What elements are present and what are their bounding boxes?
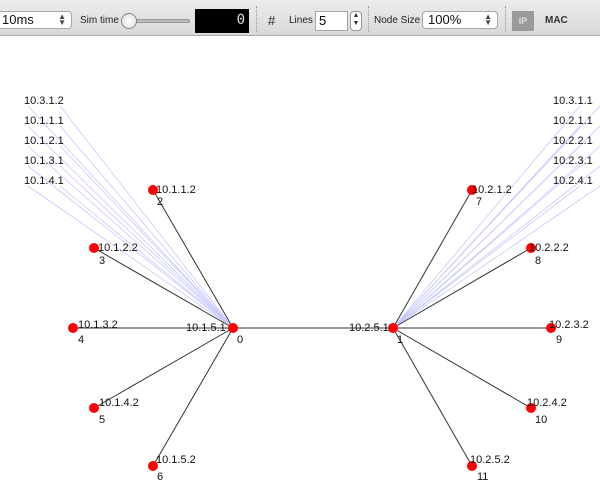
right-packet-label: 10.3.1.1: [553, 95, 593, 107]
node-id: 10: [535, 414, 548, 426]
node-ip: 10.1.3.2: [78, 319, 118, 331]
left-packet-label: 10.3.1.2: [24, 95, 64, 107]
sim-time-slider[interactable]: [128, 19, 190, 23]
node-ip: 10.2.1.2: [472, 184, 512, 196]
right-packet-label: 10.2.4.1: [553, 175, 593, 187]
left-packet-label: 10.1.3.1: [24, 155, 64, 167]
separator: [505, 6, 506, 32]
node-ip: 10.1.5.1: [186, 322, 226, 334]
node-ip: 10.2.4.2: [527, 397, 567, 409]
sim-time-label: Sim time: [80, 15, 119, 26]
lines-icon: #: [268, 13, 276, 28]
lines-label: Lines: [289, 15, 313, 26]
packet-lines: [27, 105, 600, 329]
node-id: 7: [476, 196, 483, 208]
node-id: 1: [397, 334, 404, 346]
node-id: 3: [99, 255, 106, 267]
left-packet-label: 10.1.4.1: [24, 175, 64, 187]
separator: [368, 6, 369, 32]
node-size-select[interactable]: 100% ▲▼: [422, 11, 498, 29]
node-ip: 10.1.5.2: [156, 454, 196, 466]
sim-time-slider-knob[interactable]: [121, 13, 137, 29]
separator: [256, 6, 257, 32]
links: [73, 189, 551, 467]
select-arrows-icon: ▲▼: [484, 12, 492, 27]
node-size-value: 100%: [428, 12, 462, 27]
toolbar: 10ms ▲▼ Sim time 0 # Lines 5 ▲▼ Node Size…: [0, 0, 600, 36]
node-ip: 10.2.2.2: [529, 242, 569, 254]
lines-stepper[interactable]: ▲▼: [350, 11, 362, 31]
node-id: 0: [237, 334, 244, 346]
node-ip: 10.1.2.2: [98, 242, 138, 254]
network-canvas[interactable]: [0, 36, 600, 488]
node-ip: 10.1.4.2: [99, 397, 139, 409]
node-ip: 10.2.5.2: [470, 454, 510, 466]
node-id: 5: [99, 414, 106, 426]
node-id: 8: [535, 255, 542, 267]
sim-time-display: 0: [195, 9, 249, 33]
node-ip: 10.2.3.2: [549, 319, 589, 331]
mac-button[interactable]: MAC: [545, 15, 568, 26]
sim-time-value: 0: [236, 12, 245, 28]
left-packet-label: 10.1.1.1: [24, 115, 64, 127]
node-ip: 10.2.5.1: [349, 322, 389, 334]
node-id: 4: [78, 334, 85, 346]
select-arrows-icon: ▲▼: [58, 12, 66, 27]
ip-button[interactable]: IP: [512, 11, 534, 31]
interval-select[interactable]: 10ms ▲▼: [0, 11, 72, 29]
right-packet-label: 10.2.2.1: [553, 135, 593, 147]
nodes[interactable]: [68, 185, 556, 471]
node-size-label: Node Size: [374, 15, 421, 26]
interval-value: 10ms: [2, 12, 34, 27]
node-id: 6: [157, 471, 164, 483]
right-packet-label: 10.2.3.1: [553, 155, 593, 167]
lines-input[interactable]: 5: [315, 11, 348, 31]
left-packet-label: 10.1.2.1: [24, 135, 64, 147]
node-id: 9: [556, 334, 563, 346]
node-id: 2: [157, 196, 164, 208]
right-packet-label: 10.2.1.1: [553, 115, 593, 127]
node-ip: 10.1.1.2: [156, 184, 196, 196]
node-id: 11: [477, 471, 489, 483]
